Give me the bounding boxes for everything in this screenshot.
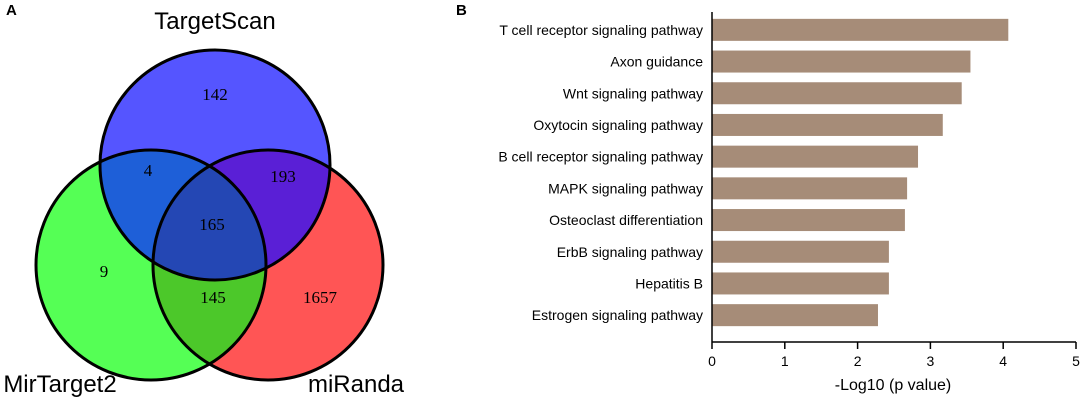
bar [712, 113, 943, 136]
bar [712, 82, 962, 105]
panel-b-label: B [456, 2, 467, 19]
venn-circles [34, 48, 385, 382]
category-label: Oxytocin signaling pathway [533, 117, 703, 133]
bar [712, 18, 1009, 41]
x-tick-label: 1 [781, 353, 789, 369]
venn-count-mirtarget2-only: 9 [100, 262, 109, 281]
venn-label-targetscan: TargetScan [154, 8, 275, 35]
bar [712, 209, 905, 232]
venn-count-all-three: 165 [199, 215, 225, 234]
x-tick-label: 3 [927, 353, 935, 369]
category-label: Wnt signaling pathway [563, 85, 703, 101]
panel-a-label: A [6, 2, 17, 19]
venn-count-targetscan-only: 142 [202, 85, 228, 104]
bars-layer [712, 18, 1009, 327]
category-label: MAPK signaling pathway [548, 180, 703, 196]
bar [712, 177, 908, 200]
category-label: T cell receptor signaling pathway [499, 22, 703, 38]
venn-count-miranda-only: 1657 [303, 288, 338, 307]
venn-overlap-all-three [153, 150, 266, 280]
category-label: Estrogen signaling pathway [532, 307, 703, 323]
venn-diagram: TargetScan MirTarget2 miRanda 142 4 193 … [3, 8, 405, 398]
x-tick-label: 0 [708, 353, 716, 369]
category-label: B cell receptor signaling pathway [498, 149, 703, 165]
x-tick-label: 4 [999, 353, 1007, 369]
venn-outline-targetscan [98, 48, 332, 282]
bar [712, 145, 919, 168]
x-ticks-layer: 0 1 2 3 4 5 [708, 342, 1080, 369]
x-tick-label: 5 [1072, 353, 1080, 369]
category-label: Axon guidance [610, 54, 703, 70]
venn-label-mirtarget2: MirTarget2 [3, 371, 116, 398]
venn-count-targetscan-miranda: 193 [270, 167, 296, 186]
bar [712, 272, 889, 295]
category-label: Hepatitis B [635, 275, 703, 291]
venn-count-mirtarget2-miranda: 145 [200, 288, 226, 307]
category-label: Osteoclast differentiation [549, 212, 703, 228]
x-axis-title: -Log10 (p value) [835, 377, 952, 394]
category-label: ErbB signaling pathway [557, 244, 703, 260]
venn-outline-mirtarget2 [34, 148, 268, 382]
bar [712, 240, 889, 263]
venn-outline-miranda [151, 148, 385, 382]
bar [712, 50, 971, 73]
x-tick-label: 2 [854, 353, 862, 369]
venn-count-targetscan-mirtarget2: 4 [144, 161, 153, 180]
venn-label-miranda: miRanda [308, 371, 405, 398]
bar [712, 304, 878, 327]
